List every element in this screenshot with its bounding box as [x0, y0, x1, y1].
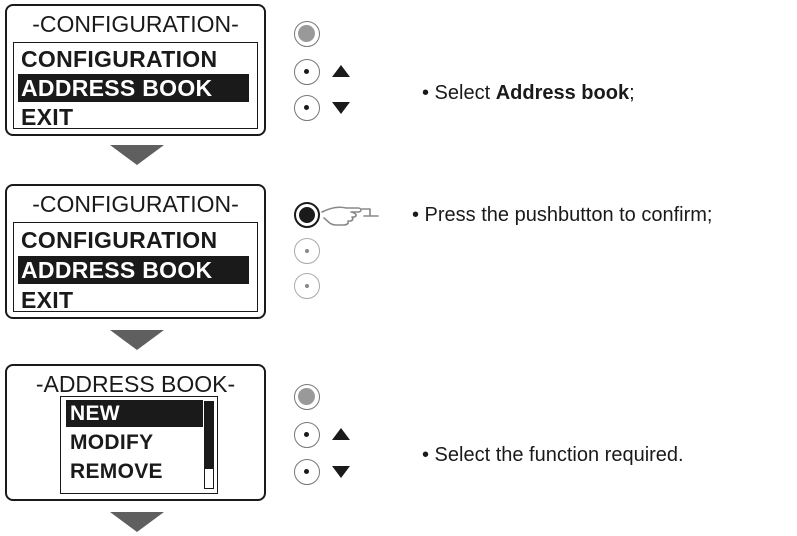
instruction-step-1: • Select Address book;	[422, 81, 635, 105]
menu-item-configuration: CONFIGURATION	[21, 46, 218, 72]
menu-item-exit: EXIT	[21, 287, 74, 313]
menu-item-address-book-selected: ADDRESS BOOK	[18, 74, 249, 102]
flow-down-triangle-icon	[110, 145, 164, 165]
display-title: -CONFIGURATION-	[32, 11, 239, 37]
menu-item-new-selected: NEW	[66, 400, 203, 427]
up-button-icon	[294, 422, 320, 448]
instruction-bold-text: Address book	[495, 82, 630, 104]
arrow-up-icon	[332, 65, 350, 77]
scrollbar	[204, 401, 214, 489]
instruction-text: • Select	[422, 82, 496, 104]
menu-item-remove: REMOVE	[70, 460, 163, 483]
arrow-down-icon	[332, 102, 350, 114]
instruction-step-3: • Select the function required.	[422, 444, 684, 466]
up-button-icon	[294, 238, 320, 264]
display-panel-3: -ADDRESS BOOK- NEW MODIFY REMOVE	[5, 364, 266, 501]
instruction-punctuation: ;	[629, 82, 635, 104]
scrollbar-thumb	[205, 402, 213, 470]
menu-item-modify: MODIFY	[70, 431, 154, 454]
arrow-up-icon	[332, 428, 350, 440]
menu-item-address-book-selected: ADDRESS BOOK	[18, 256, 249, 284]
display-title: -ADDRESS BOOK-	[35, 371, 236, 397]
down-button-icon	[294, 95, 320, 121]
flow-down-triangle-icon	[110, 330, 164, 350]
menu-item-exit: EXIT	[21, 104, 74, 130]
display-panel-2: -CONFIGURATION- CONFIGURATION ADDRESS BO…	[5, 184, 266, 319]
pushbutton-pressed-icon	[294, 202, 320, 228]
up-button-icon	[294, 59, 320, 85]
arrow-down-icon	[332, 466, 350, 478]
display-panel-1: -CONFIGURATION- CONFIGURATION ADDRESS BO…	[5, 4, 266, 136]
address-book-menu-list: NEW MODIFY REMOVE	[60, 396, 218, 494]
menu-list: CONFIGURATION ADDRESS BOOK EXIT	[13, 42, 258, 130]
flow-down-triangle-icon	[110, 512, 164, 532]
display-title: -CONFIGURATION-	[32, 191, 239, 217]
pushbutton-icon	[294, 384, 320, 410]
pushbutton-icon	[294, 21, 320, 47]
down-button-icon	[294, 459, 320, 485]
instruction-step-2: • Press the pushbutton to confirm;	[412, 204, 713, 226]
menu-item-configuration: CONFIGURATION	[21, 227, 218, 253]
pointing-hand-icon	[321, 206, 379, 226]
menu-list: CONFIGURATION ADDRESS BOOK EXIT	[13, 222, 258, 313]
down-button-icon	[294, 273, 320, 299]
